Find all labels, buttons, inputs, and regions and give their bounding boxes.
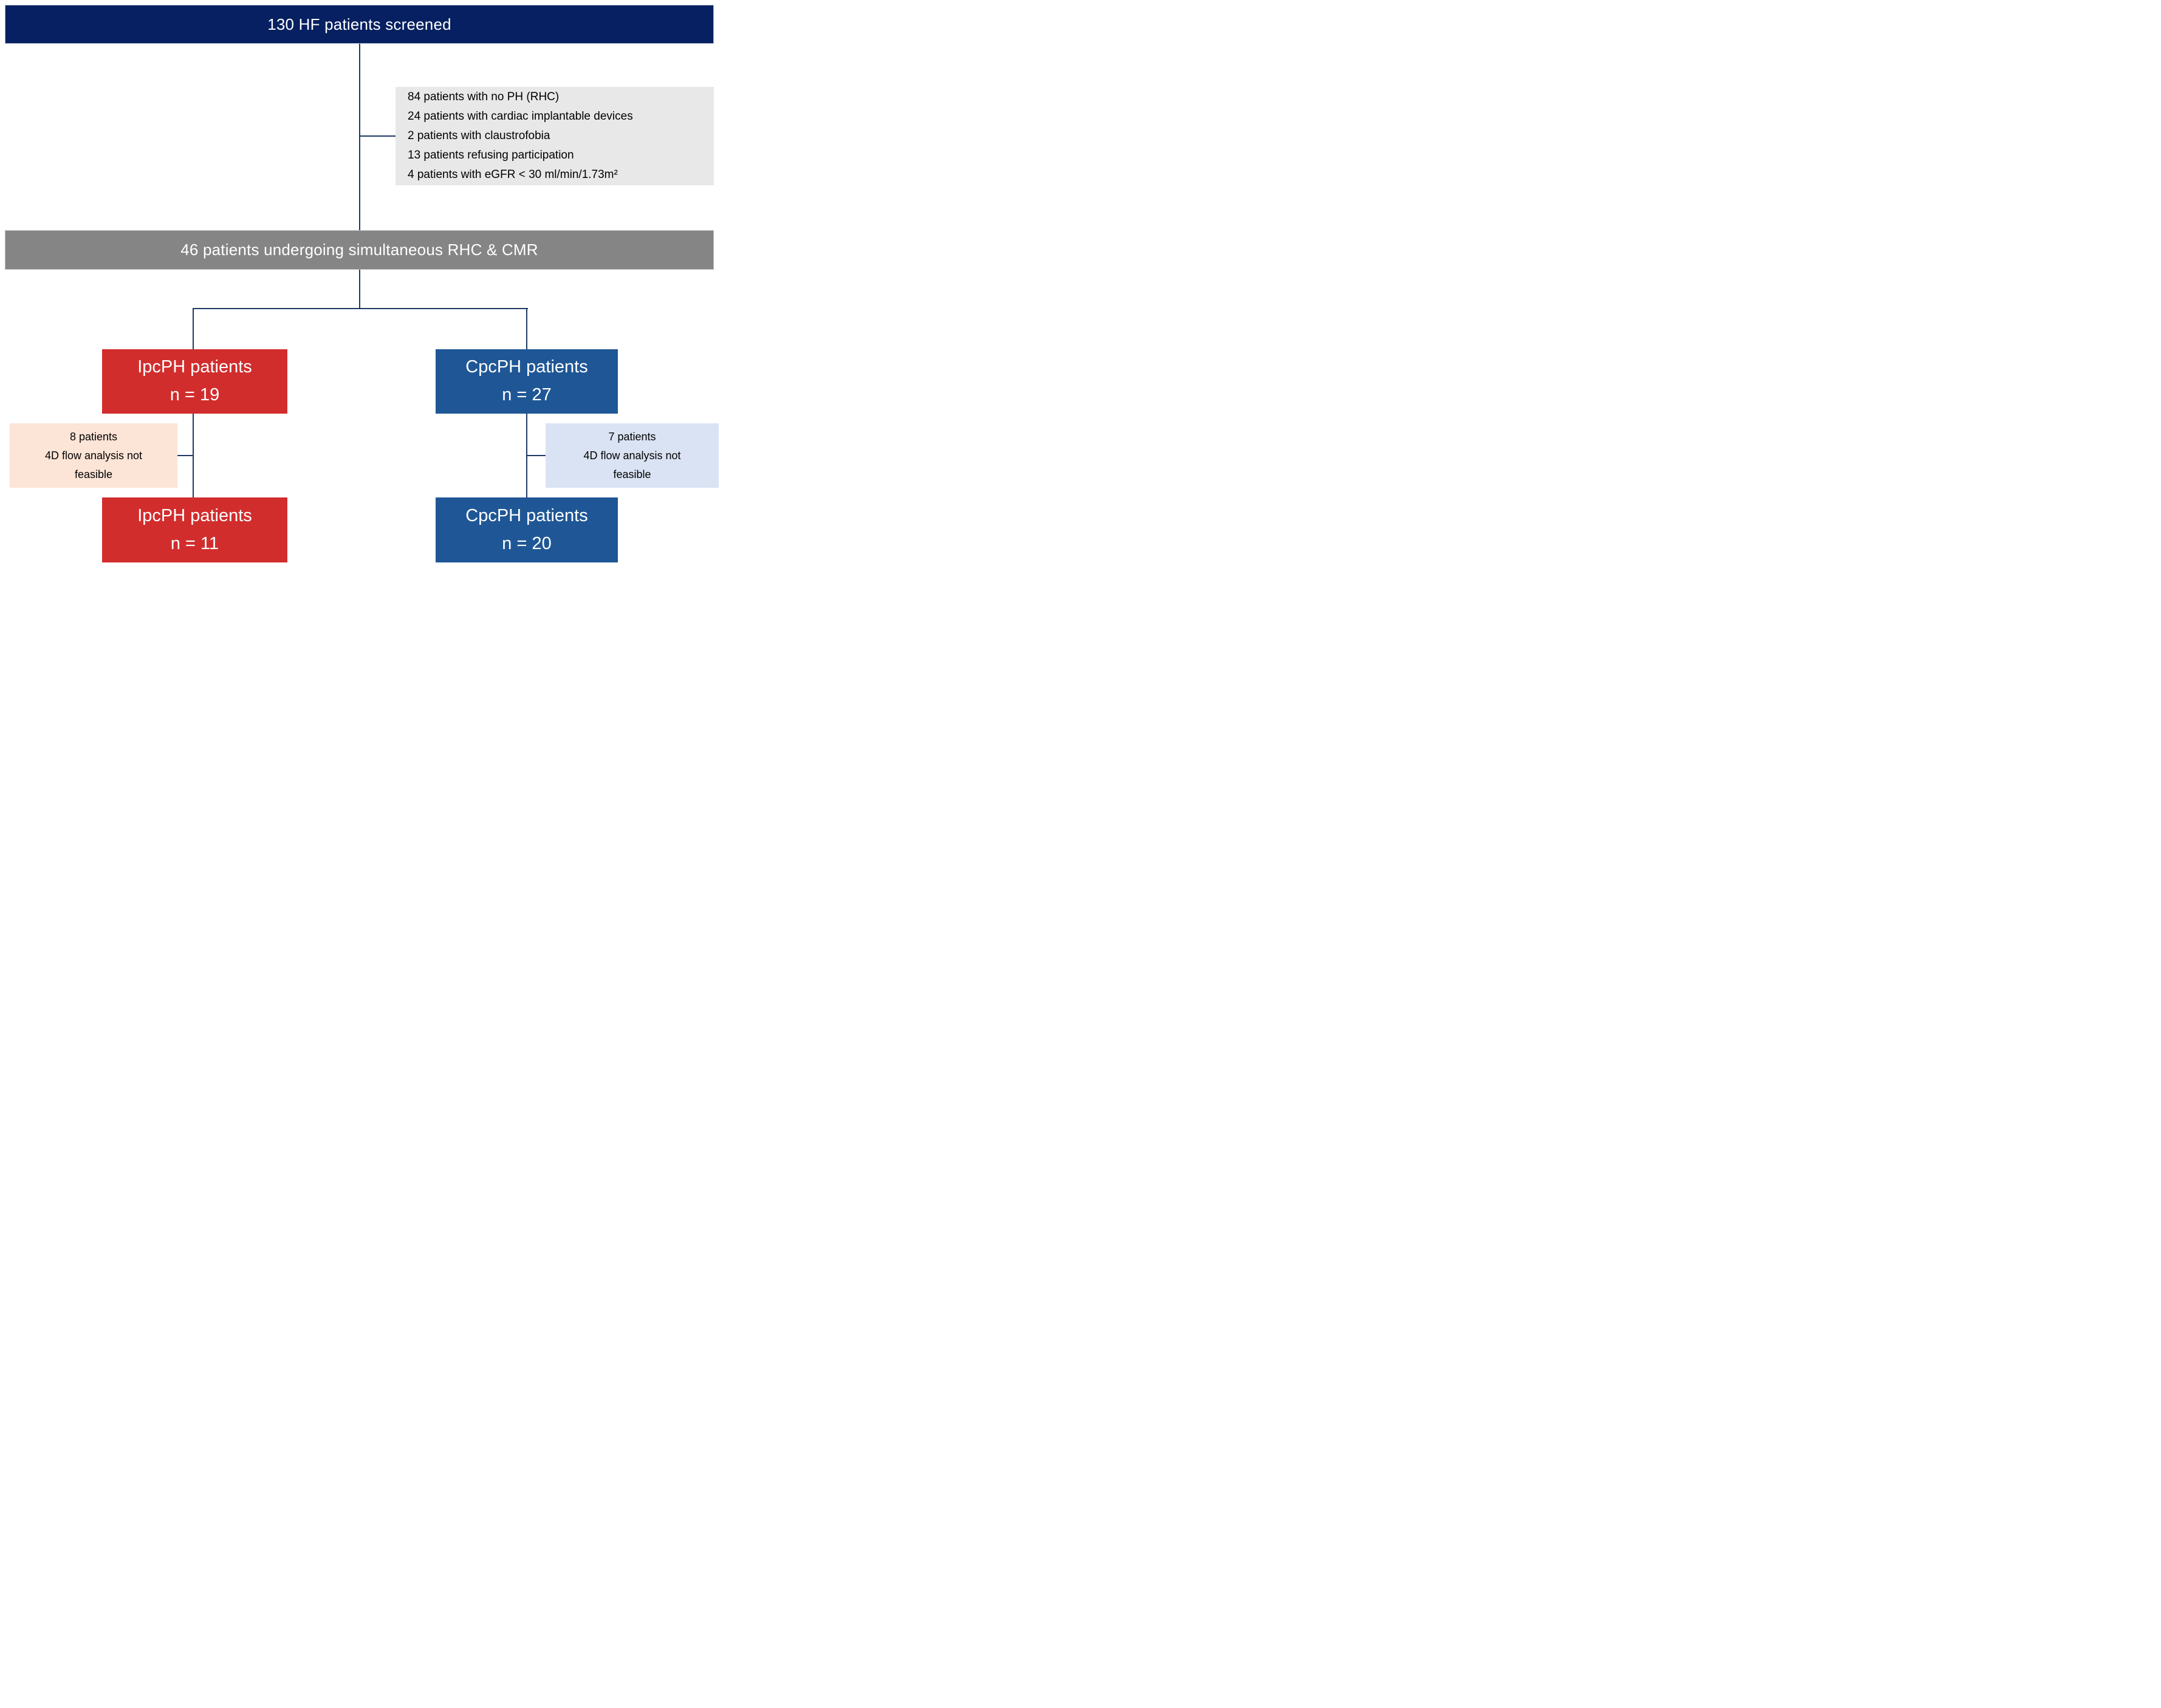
cpcph-dropout-reason-line2: feasible — [613, 468, 651, 480]
connector-left-branch-vertical-upper — [193, 308, 194, 349]
exclusion-item: 13 patients refusing participation — [408, 149, 574, 162]
cpcph-dropout-reason-line1: 4D flow analysis not — [583, 449, 681, 462]
screened-banner: 130 HF patients screened — [5, 5, 714, 44]
exclusion-box: 84 patients with no PH (RHC) 24 patients… — [396, 87, 714, 185]
cohort-banner: 46 patients undergoing simultaneous RHC … — [5, 230, 714, 270]
cpcph-dropout-box: 7 patients 4D flow analysis not feasible — [546, 423, 719, 488]
connector-screened-to-cohort-vertical — [359, 43, 360, 230]
connector-left-dropout-horizontal — [177, 455, 193, 456]
ipcph-dropout-reason-line1: 4D flow analysis not — [44, 449, 143, 462]
ipcph-final-label: IpcPH patients — [137, 505, 252, 525]
cpcph-final-label: CpcPH patients — [465, 505, 588, 525]
patient-flow-diagram: 130 HF patients screened 84 patients wit… — [0, 0, 721, 569]
exclusion-item: 24 patients with cardiac implantable dev… — [408, 110, 633, 123]
branch-horizontal-line — [193, 308, 528, 309]
connector-left-branch-vertical-lower — [193, 414, 194, 497]
cpcph-group-count: n = 27 — [502, 385, 552, 405]
ipcph-group-count: n = 19 — [170, 385, 220, 405]
ipcph-dropout-box: 8 patients 4D flow analysis not feasible — [10, 423, 177, 488]
connector-right-dropout-horizontal — [527, 455, 546, 456]
ipcph-group-box: IpcPH patients n = 19 — [102, 349, 287, 414]
exclusion-item: 84 patients with no PH (RHC) — [408, 91, 560, 103]
cpcph-final-box: CpcPH patients n = 20 — [436, 497, 618, 562]
connector-right-branch-vertical-upper — [526, 308, 527, 349]
exclusion-item: 4 patients with eGFR < 30 ml/min/1.73m² — [408, 168, 618, 181]
cpcph-group-box: CpcPH patients n = 27 — [436, 349, 618, 414]
cpcph-final-count: n = 20 — [502, 533, 552, 553]
cpcph-group-label: CpcPH patients — [465, 357, 588, 377]
cpcph-dropout-count: 7 patients — [608, 430, 656, 443]
ipcph-final-count: n = 11 — [170, 533, 219, 553]
connector-exclusion-horizontal — [360, 135, 396, 137]
ipcph-dropout-count: 8 patients — [69, 430, 118, 443]
connector-right-branch-vertical-lower — [526, 414, 527, 497]
ipcph-final-box: IpcPH patients n = 11 — [102, 497, 287, 562]
cohort-banner-label: 46 patients undergoing simultaneous RHC … — [180, 241, 538, 259]
exclusion-item: 2 patients with claustrofobia — [408, 129, 550, 142]
screened-banner-label: 130 HF patients screened — [267, 15, 451, 33]
ipcph-dropout-reason-line2: feasible — [74, 468, 113, 480]
ipcph-group-label: IpcPH patients — [137, 357, 252, 377]
connector-cohort-to-branch-vertical — [359, 268, 360, 309]
